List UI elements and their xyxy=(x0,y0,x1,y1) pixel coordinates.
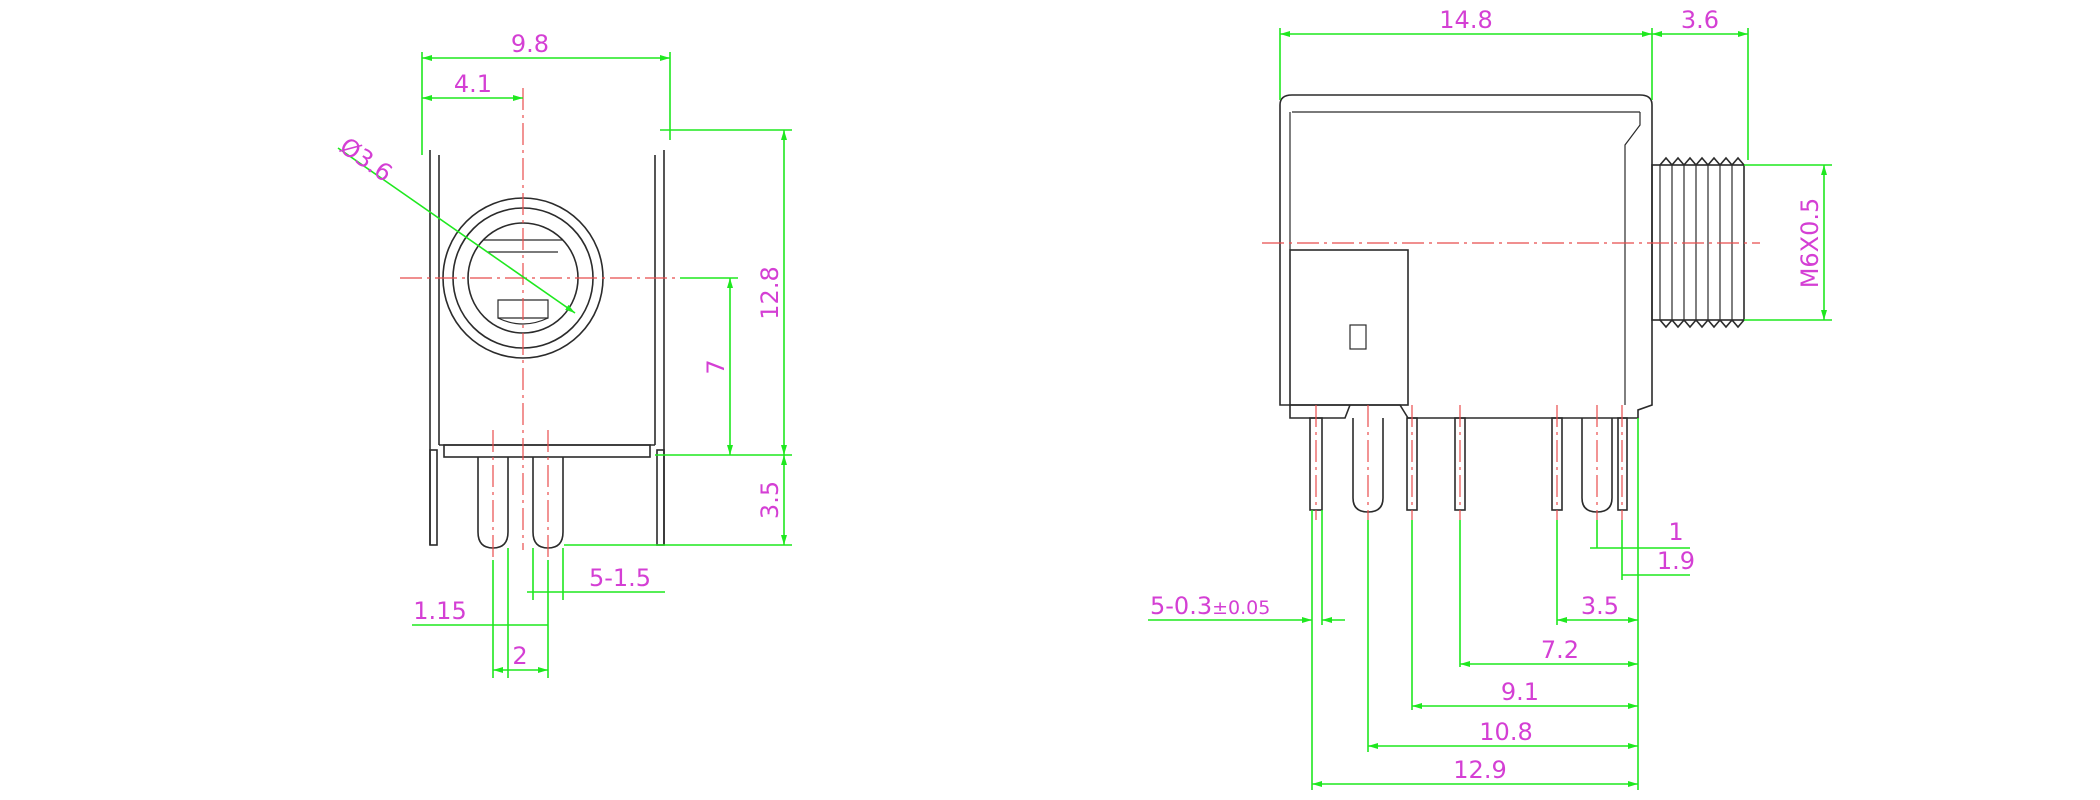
side-pin-centerlines xyxy=(1315,405,1623,520)
dim-9-1-label: 9.1 xyxy=(1501,678,1539,706)
dim-12-8-label: 12.8 xyxy=(756,266,784,319)
dim-4-1-label: 4.1 xyxy=(454,70,492,98)
dim-7-2-label: 7.2 xyxy=(1541,636,1579,664)
side-pins xyxy=(1309,417,1628,513)
thread-crest-bottom xyxy=(1659,319,1745,329)
dim-5-1-5-label: 5-1.5 xyxy=(589,564,651,592)
dim-10-8-label: 10.8 xyxy=(1479,718,1532,746)
front-base-plate xyxy=(443,444,651,458)
dim-7-label: 7 xyxy=(702,359,730,374)
dim-m6-label: M6X0.5 xyxy=(1796,198,1824,289)
dim-3-5-side-label: 3.5 xyxy=(1581,592,1619,620)
side-bottom-tab-left xyxy=(1289,404,1351,419)
dim-12-9-label: 12.9 xyxy=(1453,756,1506,784)
dim-1-label: 1 xyxy=(1668,518,1683,546)
front-pin-left xyxy=(429,449,438,546)
dim-14-8-label: 14.8 xyxy=(1439,6,1492,34)
dim-pin-thickness-tolerance: ±0.05 xyxy=(1212,597,1270,619)
thread-crest-top xyxy=(1659,156,1745,166)
dim-3-5-front-label: 3.5 xyxy=(756,481,784,519)
dim-diameter-leader xyxy=(337,147,576,314)
dim-3-6-label: 3.6 xyxy=(1681,6,1719,34)
side-body-outline xyxy=(1279,94,1653,419)
side-lower-block xyxy=(1289,249,1409,406)
dim-1-9-label: 1.9 xyxy=(1657,547,1695,575)
dim-9-8-label: 9.8 xyxy=(511,30,549,58)
dim-pin-thickness-main: 5-0.3 xyxy=(1150,592,1212,620)
front-view: 9.8 4.1 Ø3.6 12.8 7 3.5 5-1.5 1.15 2 xyxy=(335,30,792,678)
side-view: 14.8 3.6 M6X0.5 1 1.9 3.5 7.2 9.1 xyxy=(1148,6,1832,790)
side-body-front-chamfer xyxy=(1624,112,1641,405)
dim-pin-thickness-label: 5-0.3±0.05 xyxy=(1150,592,1270,620)
dim-1-15-label: 1.15 xyxy=(413,597,466,625)
dim-2-label: 2 xyxy=(512,642,527,670)
front-pin-right xyxy=(656,449,665,546)
jack-contact-curve xyxy=(497,317,549,325)
side-window xyxy=(1349,324,1367,350)
dim-diameter-label: Ø3.6 xyxy=(335,132,398,188)
